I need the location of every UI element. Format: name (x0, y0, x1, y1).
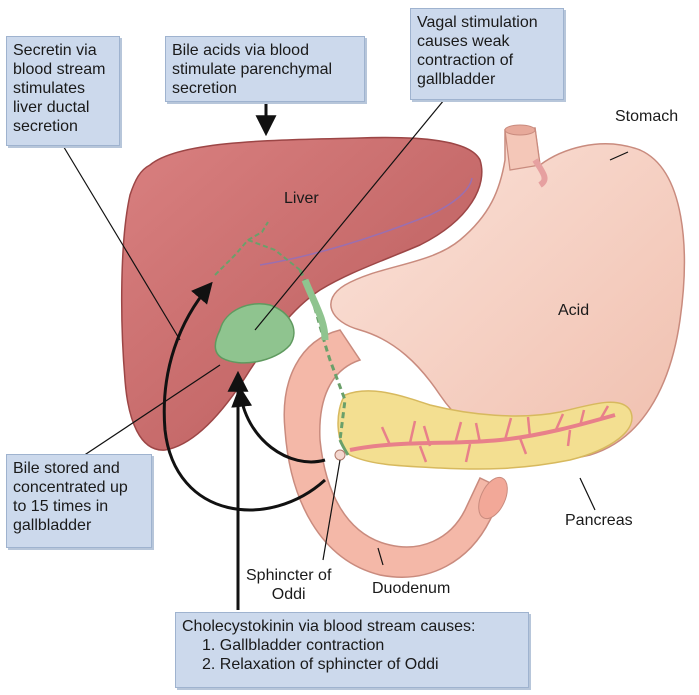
callout-line: secretion (172, 80, 237, 97)
acid-label: Acid (558, 302, 590, 319)
bile-acids-callout: Bile acids via blood stimulate parenchym… (165, 36, 365, 102)
callout-line: gallbladder (417, 71, 496, 88)
liver (120, 136, 483, 451)
callout-line: Secretin via (13, 42, 97, 59)
callout-line: secretion (13, 118, 78, 135)
callout-line: 1. Gallbladder contraction (202, 637, 385, 654)
callout-line: 2. Relaxation of sphincter of Oddi (202, 656, 439, 673)
flow-arrows (162, 100, 327, 610)
sphincter-label-line: Oddi (271, 586, 306, 603)
callout-line: Cholecystokinin via blood stream causes: (182, 618, 476, 635)
callout-line: Bile acids via blood (172, 42, 309, 59)
callout-line: concentrated up (13, 479, 128, 496)
callout-line: to 15 times in (13, 498, 109, 515)
sphincter-label: Sphincter of Oddi (246, 566, 331, 604)
duodenum-label: Duodenum (372, 580, 451, 597)
duodenum (283, 329, 508, 578)
sphincter-label-line: Sphincter of (246, 567, 332, 584)
secretin-callout: Secretin via blood stream stimulates liv… (6, 36, 120, 146)
liver-label: Liver (284, 190, 319, 207)
callout-line: Bile stored and (13, 460, 120, 477)
stomach (330, 124, 686, 460)
bile-stored-callout: Bile stored and concentrated up to 15 ti… (6, 454, 152, 548)
cck-callout: Cholecystokinin via blood stream causes:… (175, 612, 529, 688)
pancreas-label: Pancreas (565, 512, 633, 529)
callout-line: liver ductal (13, 99, 90, 116)
leader-lines (61, 99, 629, 566)
pancreas (337, 390, 633, 470)
callout-line: causes weak (417, 33, 510, 50)
vagal-callout: Vagal stimulation causes weak contractio… (410, 8, 564, 100)
stomach-label: Stomach (615, 108, 679, 125)
callout-line: stimulate parenchymal (172, 61, 333, 78)
gallbladder (214, 269, 350, 461)
callout-line: gallbladder (13, 517, 92, 534)
callout-line: contraction of (417, 52, 514, 69)
callout-line: Vagal stimulation (417, 14, 538, 31)
callout-line: blood stream (13, 61, 106, 78)
callout-line: stimulates (13, 80, 86, 97)
